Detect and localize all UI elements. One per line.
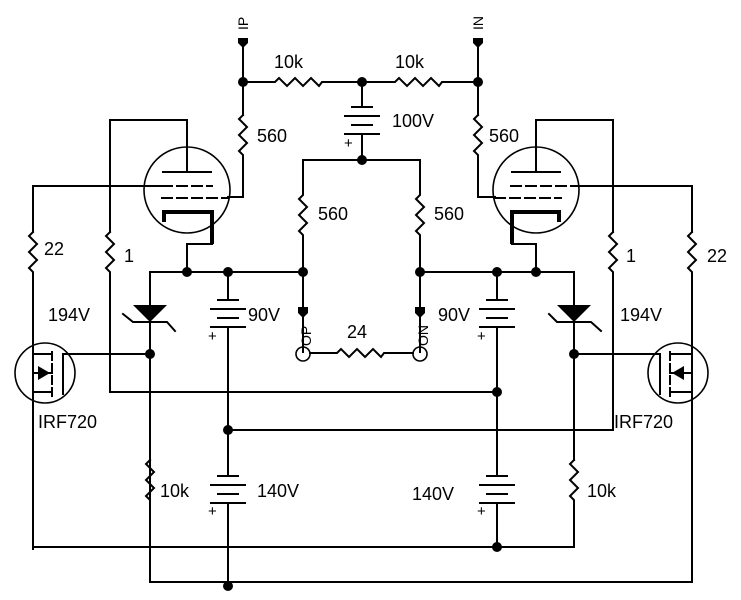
label-r-10k-bottom-right: 10k bbox=[587, 481, 617, 501]
port-ip-arrow-icon bbox=[238, 38, 248, 48]
resistor-1-left bbox=[104, 230, 116, 393]
vacuum-tube-left bbox=[143, 119, 231, 273]
battery-90v-right bbox=[479, 271, 515, 471]
label-r-22-right: 22 bbox=[707, 246, 727, 266]
mosfet-right bbox=[149, 342, 709, 583]
resistor-22-left bbox=[27, 230, 39, 344]
top-network: 10k 10k 100V + bbox=[238, 47, 483, 165]
label-zener-left: 194V bbox=[48, 305, 90, 325]
resistor-560-mid-right bbox=[414, 159, 426, 313]
port-in-arrow-icon bbox=[473, 38, 483, 48]
label-r-10k-right: 10k bbox=[395, 52, 425, 72]
port-on: ON bbox=[412, 307, 431, 362]
label-mosfet-right: IRF720 bbox=[614, 412, 673, 432]
resistor-560-mid-left bbox=[297, 159, 309, 313]
label-r-560-mid-right: 560 bbox=[434, 204, 464, 224]
label-r-10k-left: 10k bbox=[274, 52, 304, 72]
resistor-560-anode-left bbox=[227, 113, 249, 198]
vacuum-tube-right bbox=[492, 119, 580, 273]
label-r-560-anode-left: 560 bbox=[257, 126, 287, 146]
battery-plus-sign: + bbox=[477, 328, 486, 345]
port-op-label: OP bbox=[298, 326, 314, 346]
resistor-10k-bottom-right bbox=[32, 458, 580, 548]
resistor-560-anode-right bbox=[472, 113, 496, 198]
label-r-560-mid-left: 560 bbox=[318, 204, 348, 224]
label-battery-140v-left: 140V bbox=[257, 481, 299, 501]
zener-diode-right bbox=[547, 271, 603, 461]
port-ip: IP bbox=[235, 17, 251, 48]
label-battery-90v-left: 90V bbox=[248, 305, 280, 325]
label-zener-right: 194V bbox=[620, 305, 662, 325]
port-on-arrow-icon bbox=[415, 307, 425, 318]
label-battery-90v-right: 90V bbox=[438, 305, 470, 325]
label-battery-140v-right: 140V bbox=[412, 484, 454, 504]
battery-plus-sign: + bbox=[208, 503, 217, 520]
resistor-10k-right bbox=[361, 76, 479, 88]
resistor-1-right bbox=[607, 230, 619, 431]
resistor-10k-left bbox=[242, 76, 363, 88]
label-r-560-anode-right: 560 bbox=[489, 126, 519, 146]
resistor-22-right bbox=[686, 230, 698, 344]
label-battery-100v: 100V bbox=[392, 111, 434, 131]
battery-plus-sign: + bbox=[477, 503, 486, 520]
resistor-24-load bbox=[309, 347, 414, 359]
port-in: IN bbox=[470, 16, 486, 48]
battery-90v-left bbox=[210, 271, 246, 471]
battery-plus-sign: + bbox=[344, 135, 353, 152]
label-r-24: 24 bbox=[347, 322, 367, 342]
port-on-label: ON bbox=[415, 325, 431, 346]
battery-140v-right bbox=[479, 469, 515, 548]
battery-100v bbox=[344, 81, 380, 161]
port-op-arrow-icon bbox=[298, 307, 308, 318]
label-r-1-right: 1 bbox=[626, 246, 636, 266]
port-in-label: IN bbox=[470, 16, 486, 30]
label-mosfet-left: IRF720 bbox=[38, 412, 97, 432]
resistor-10k-bottom-left bbox=[144, 458, 156, 583]
label-r-22-left: 22 bbox=[44, 239, 64, 259]
battery-plus-sign: + bbox=[208, 328, 217, 345]
battery-140v-left bbox=[210, 469, 246, 589]
label-r-10k-bottom-left: 10k bbox=[160, 481, 190, 501]
label-r-1-left: 1 bbox=[124, 246, 134, 266]
port-ip-label: IP bbox=[235, 17, 251, 30]
mosfet-left bbox=[14, 342, 151, 550]
